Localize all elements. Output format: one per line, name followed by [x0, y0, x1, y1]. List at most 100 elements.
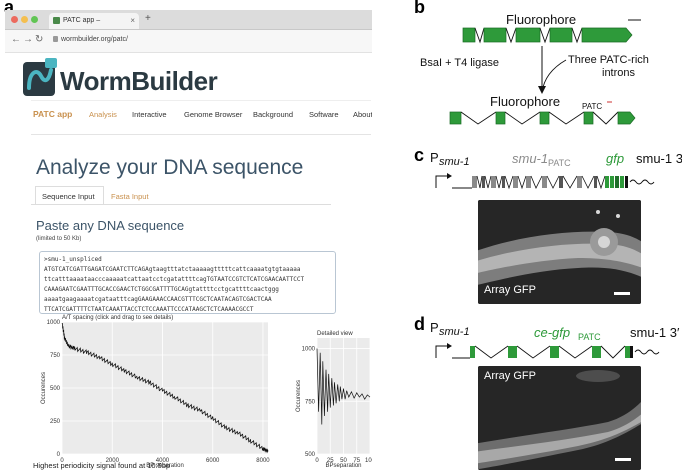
scale-bar-c	[614, 292, 630, 295]
x-tick-label: 0	[315, 458, 319, 464]
panel-label-d: d	[414, 314, 425, 334]
reload-icon[interactable]: ↻	[35, 34, 44, 45]
minimize-window-dot[interactable]	[21, 16, 28, 23]
panel-b-diagram: Fluorophore BsaI + T4 ligase Three PATC-…	[420, 12, 649, 125]
chart-title: Detailed view	[317, 331, 353, 337]
array-gfp-label-d: Array GFP	[484, 370, 536, 382]
x-tick-label: 50	[340, 458, 347, 464]
panel-label-b: b	[414, 0, 425, 17]
panel-c-diagram: P smu-1 smu-1 PATC gfp smu-1 3′	[430, 150, 682, 190]
fluorophore-patc-label: Fluorophore	[490, 94, 560, 109]
promoter-p-label-d: P	[430, 320, 439, 335]
fluorophore-label: Fluorophore	[506, 12, 576, 27]
promoter-p-label: P	[430, 150, 439, 165]
x-tick-label: 0	[60, 458, 64, 464]
limit-note: (limited to 50 Kb)	[36, 236, 82, 242]
x-axis-label: BP separation	[146, 463, 184, 468]
utr-squiggle-d	[634, 349, 660, 355]
chart-title: A/T spacing (click and drag to see detai…	[62, 315, 173, 321]
sequence-line: TTCATCGATTTTCTAATCAAATTACCTCTCCAAATTCCCA…	[44, 306, 254, 313]
fluorophore-gene-bottom	[449, 111, 636, 125]
tab-fasta-input[interactable]: Fasta Input	[111, 192, 149, 201]
browser-tab[interactable]: PATC app – Wormbuilder ×	[49, 13, 139, 40]
sequence-textarea[interactable]: >smu-1_unspliced ATGTCATCGATTGAGATCGAATC…	[39, 251, 336, 314]
three-prime-label: smu-1 3′	[636, 151, 682, 166]
nav-divider-bottom	[31, 134, 371, 135]
x-tick-label: 25	[327, 458, 334, 464]
promoter-arrow-icon	[435, 175, 448, 188]
smu1-patc-sub: PATC	[548, 158, 571, 168]
favicon-icon	[53, 17, 60, 24]
y-tick-label: 500	[305, 452, 316, 458]
maximize-window-dot[interactable]	[31, 16, 38, 23]
tab-sequence-input[interactable]: Sequence Input	[42, 192, 95, 201]
scale-bar-d	[615, 458, 631, 461]
promoter-label: smu-1	[439, 156, 470, 168]
url-field[interactable]: wormbuilder.org/patc/	[61, 36, 128, 43]
worm-fluorescence-d	[478, 366, 641, 470]
nav-background[interactable]: Background	[253, 110, 294, 119]
intron-pointer-arrow	[541, 59, 567, 93]
smu1-gene-track	[472, 175, 628, 190]
page-title: Analyze your DNA sequence	[36, 156, 304, 179]
y-tick-label: 0	[57, 452, 61, 458]
enzyme-label: BsaI + T4 ligase	[420, 57, 499, 69]
promoter-label-d: smu-1	[439, 326, 470, 338]
smu1-patc-label: smu-1	[512, 151, 548, 166]
sequence-line: CAAAGAATCGAATTTGCACCGAACTCTGGCGATTTTGCAG…	[44, 286, 279, 293]
fluorophore-gene-top	[462, 27, 633, 44]
new-tab-icon[interactable]: +	[145, 13, 151, 24]
y-tick-label: 1000	[47, 320, 61, 326]
nav-patc-app[interactable]: PATC app	[33, 109, 73, 119]
ce-gfp-label: ce-gfp	[534, 325, 570, 340]
array-gfp-image-c: Array GFP	[478, 200, 641, 304]
nav-genome-browser[interactable]: Genome Browser	[184, 110, 243, 119]
three-prime-label-d: smu-1 3′	[630, 325, 680, 340]
intron-label-line2: introns	[602, 67, 636, 79]
site-nav: PATC app Analysis Interactive Genome Bro…	[33, 109, 372, 122]
promoter-arrowhead-d	[447, 343, 452, 349]
detailed-view-chart[interactable]: 02550751005007501000BPseparationOccurenc…	[295, 324, 372, 468]
section-heading: Paste any DNA sequence	[36, 218, 185, 233]
y-tick-label: 250	[50, 419, 61, 425]
ce-gfp-sub: PATC	[578, 332, 601, 342]
x-tick-label: 2000	[106, 458, 120, 464]
y-tick-label: 1000	[302, 347, 316, 353]
ce-gfp-gene-track	[470, 345, 633, 359]
tab-close-icon[interactable]: ×	[130, 16, 135, 25]
nav-interactive[interactable]: Interactive	[132, 110, 167, 119]
nav-analysis[interactable]: Analysis	[89, 110, 117, 119]
forward-icon[interactable]: →	[23, 34, 33, 45]
back-icon[interactable]: ←	[11, 34, 21, 45]
promoter-arrow-icon-d	[435, 345, 448, 358]
series-line	[316, 348, 371, 425]
array-gfp-image-d: Array GFP	[478, 366, 641, 470]
panel-label-c: c	[414, 145, 425, 165]
intron-label-line1: Three PATC-rich	[568, 54, 649, 66]
sequence-line: ttcatttaaaataacccaaaaatcattaatcctcgatatt…	[44, 276, 305, 283]
address-bar: ← → ↻ wormbuilder.org/patc/	[5, 30, 372, 53]
sequence-line: ATGTCATCGATTGAGATCGAATCTTCAGAgtaagtttatc…	[44, 266, 301, 273]
x-tick-label: 8000	[256, 458, 270, 464]
nav-about[interactable]: About	[353, 110, 372, 119]
y-tick-label: 750	[305, 399, 316, 405]
series-line	[61, 323, 269, 453]
sequence-line: aaaatgaagaaaatcgataatttcagGAAGAAACCAACGT…	[44, 296, 272, 303]
y-axis-label: Occurences	[41, 372, 47, 404]
fluorophore-patc-sub: PATC	[582, 102, 602, 111]
sequence-line: >smu-1_unspliced	[44, 256, 102, 263]
x-tick-label: 75	[353, 458, 360, 464]
tab-sequence-input-box	[35, 186, 104, 205]
gfp-label: gfp	[606, 151, 624, 166]
tabs-divider	[31, 204, 331, 205]
x-tick-label: 100	[365, 458, 372, 464]
utr-squiggle	[629, 179, 655, 185]
lock-icon	[53, 36, 58, 42]
nav-software[interactable]: Software	[309, 110, 339, 119]
x-axis-label: BPseparation	[325, 463, 361, 468]
periodicity-note: Highest periodicity signal found at 10.5…	[33, 461, 171, 470]
close-window-dot[interactable]	[11, 16, 18, 23]
y-tick-label: 750	[50, 353, 61, 359]
worm-fluorescence-c	[478, 200, 641, 304]
